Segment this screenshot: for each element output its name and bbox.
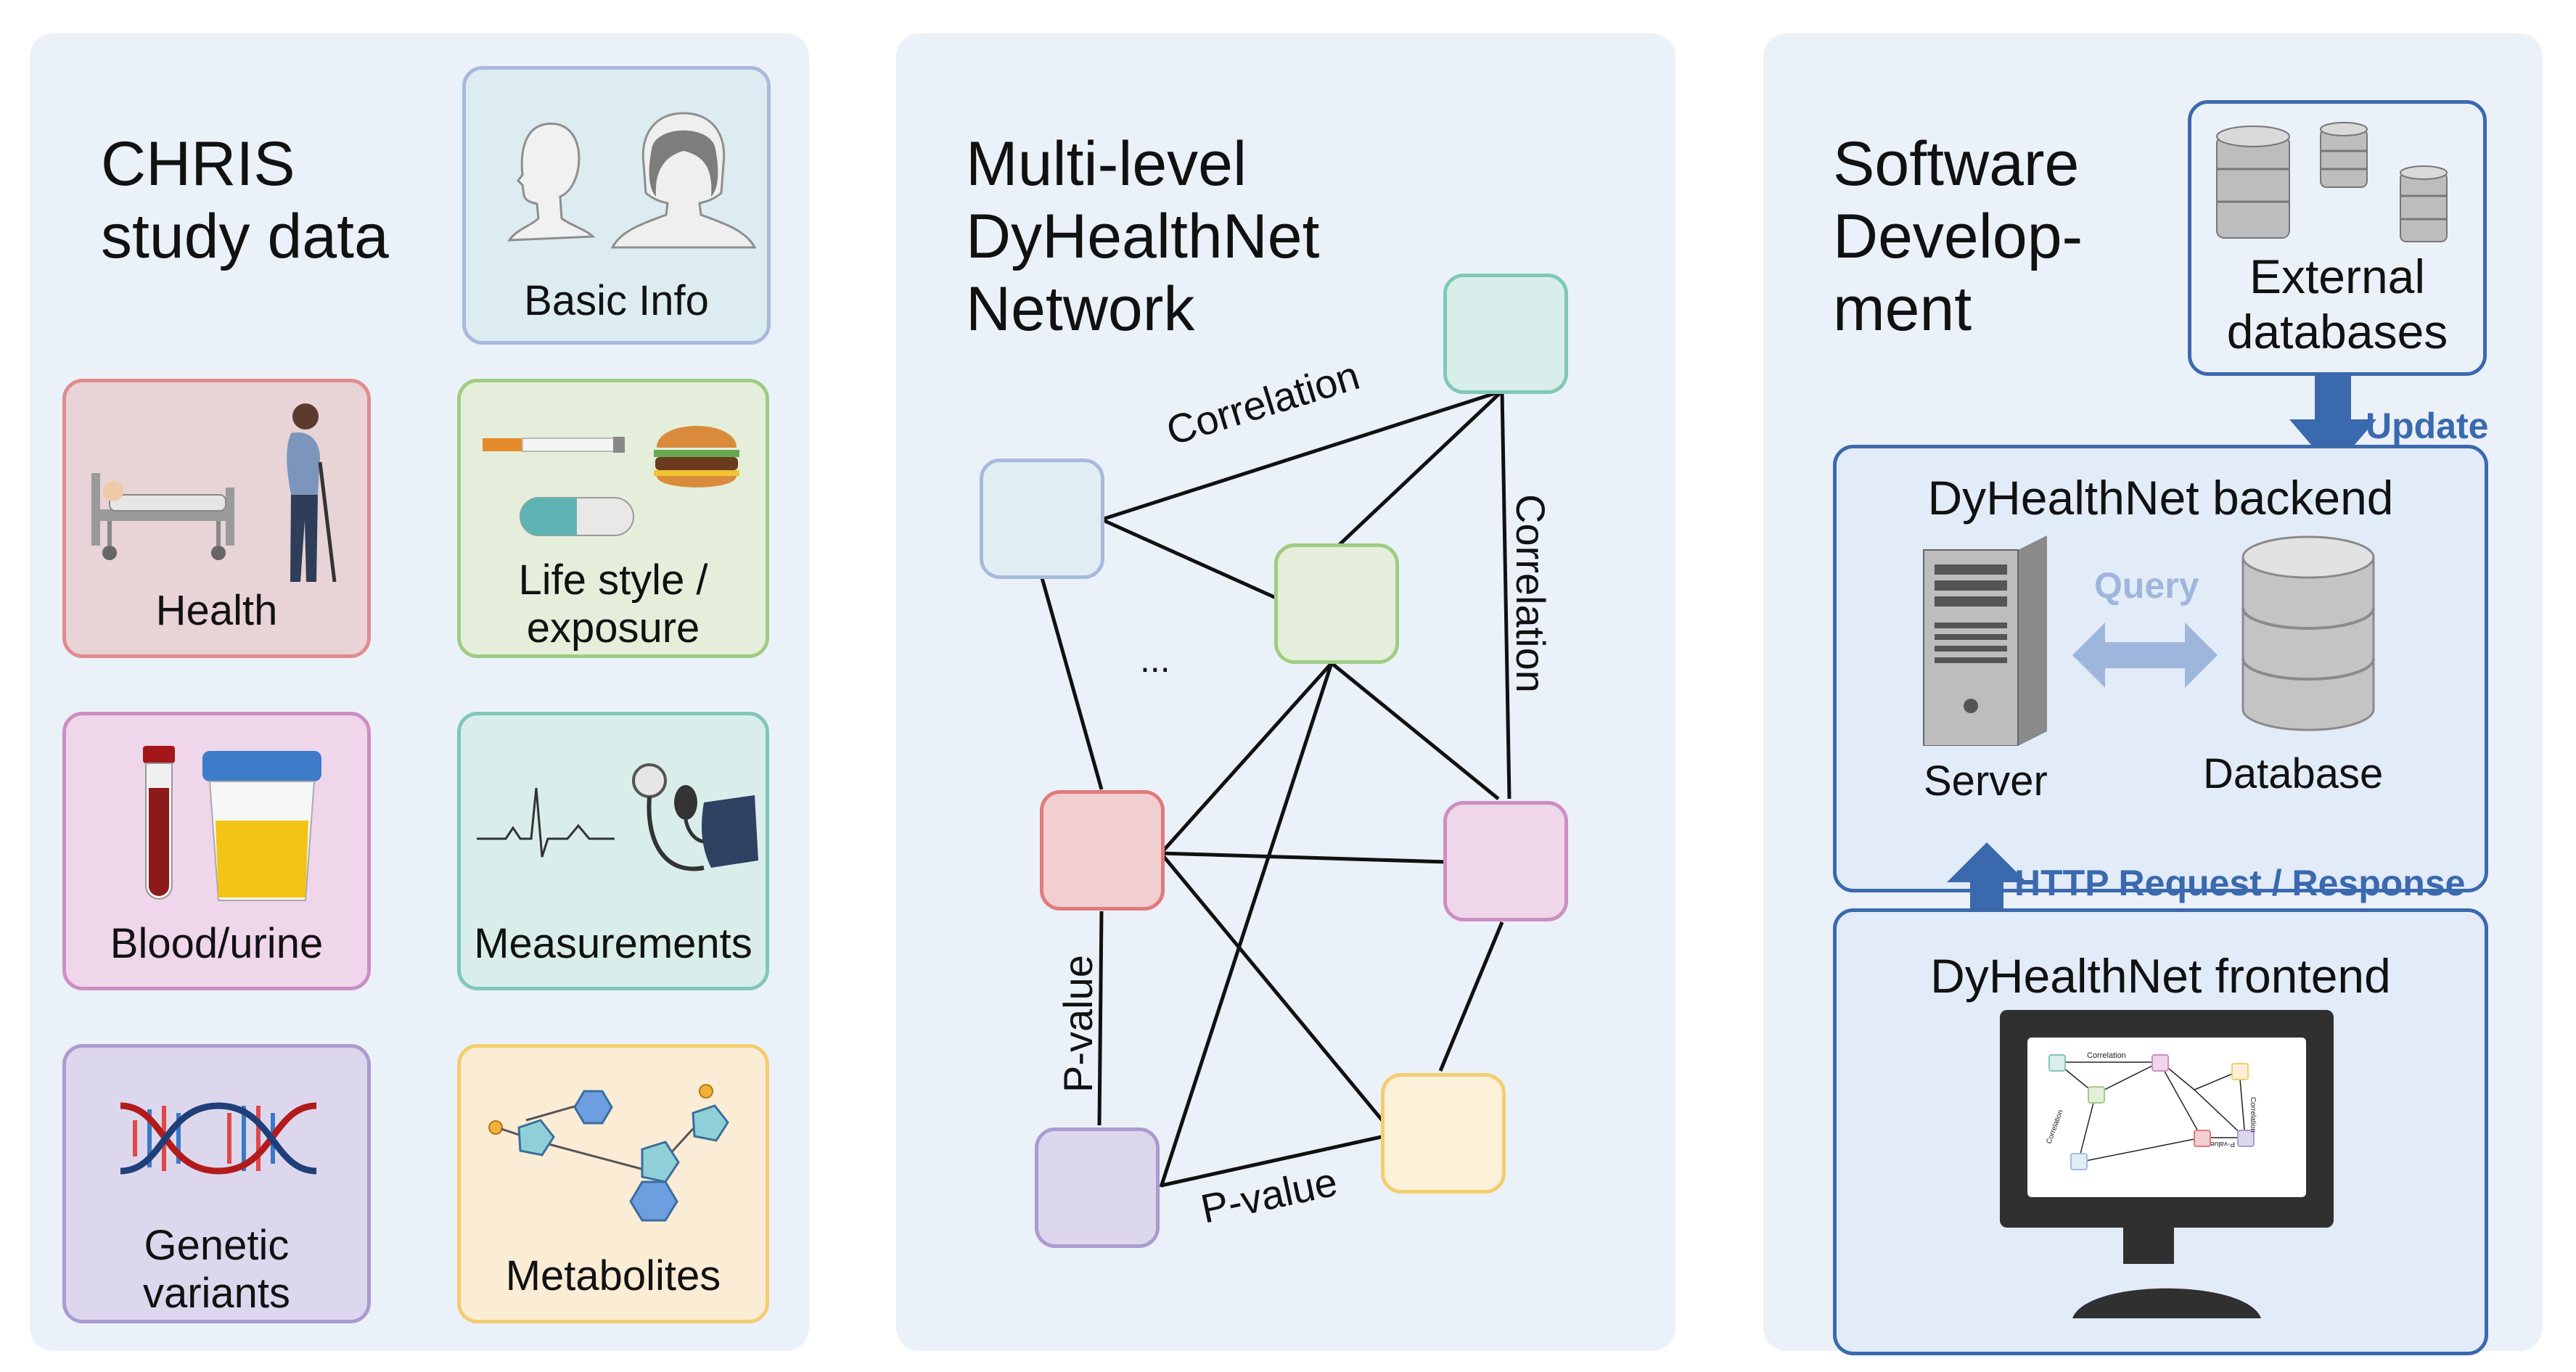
blood-pressure-cuff-icon — [632, 763, 758, 871]
card-label: Metabolites — [505, 1252, 721, 1299]
backend-box: DyHealthNet backend Query Server Databas… — [1833, 445, 2488, 892]
panel-study-data: CHRIS study data Basic Info He — [30, 33, 809, 1351]
server-icon — [1923, 535, 2047, 746]
card-lifestyle: Life style / exposure — [457, 379, 769, 658]
panel-title: Multi-level DyHealthNet Network — [966, 129, 1320, 344]
database-icon — [2241, 535, 2375, 731]
database-label: Database — [2203, 750, 2384, 797]
network-node — [1443, 801, 1568, 921]
card-label: Health — [155, 587, 278, 634]
database-icon — [2216, 122, 2448, 242]
edge — [1438, 921, 1504, 1072]
server-label: Server — [1924, 757, 2048, 805]
edge — [1160, 851, 1447, 864]
edge-label-pvalue-left: P-value — [1055, 955, 1101, 1093]
external-databases-box: External databases — [2188, 100, 2487, 376]
panel-title: CHRIS study data — [101, 129, 389, 271]
card-label: Basic Info — [524, 277, 709, 324]
query-label: Query — [2094, 565, 2199, 606]
http-label: HTTP Request / Response — [2014, 863, 2466, 903]
urine-cup-icon — [202, 751, 321, 901]
query-arrow-icon — [2072, 623, 2218, 688]
panel-title: Software Develop- ment — [1833, 129, 2083, 344]
edge — [1101, 389, 1503, 522]
screen-label-correlation-top: Correlation — [2087, 1051, 2126, 1060]
edge — [1100, 517, 1282, 602]
network-node — [1040, 790, 1165, 911]
edge — [1500, 390, 1511, 800]
edge — [1097, 911, 1104, 1126]
network-node — [1381, 1073, 1506, 1194]
card-label: Genetic variants — [142, 1222, 291, 1317]
woman-icon — [611, 112, 756, 249]
edge — [1330, 662, 1500, 800]
card-blood-urine: Blood/urine — [62, 712, 371, 990]
screen-label-correlation-right: Correlation — [2249, 1097, 2257, 1133]
external-databases-label: External databases — [2226, 250, 2448, 358]
cigarette-icon — [483, 437, 625, 453]
card-genetic-variants: Genetic variants — [62, 1044, 371, 1323]
network-node — [1274, 543, 1399, 664]
card-health: Health — [62, 379, 371, 658]
frontend-box: DyHealthNet frontend — [1833, 908, 2488, 1355]
ellipsis: ... — [1140, 639, 1170, 680]
blood-tube-icon — [143, 746, 175, 900]
panel-network: Multi-level DyHealthNet Network Correlat… — [896, 33, 1675, 1351]
elderly-person-icon — [287, 403, 337, 583]
network-node — [1443, 274, 1568, 394]
monitor-icon: Correlation Correlation Correlation P-va… — [2000, 1010, 2334, 1318]
network-node — [1035, 1127, 1160, 1248]
pill-icon — [520, 497, 634, 536]
update-arrow-icon — [2289, 376, 2376, 470]
burger-icon — [654, 426, 739, 488]
edge — [1159, 662, 1334, 1188]
edge-label-correlation-right: Correlation — [1508, 494, 1554, 693]
card-measurements: Measurements — [457, 712, 769, 990]
network-edges: Correlation Correlation P-value P-value … — [1039, 352, 1554, 1232]
screen-label-pvalue: P-value — [2210, 1140, 2235, 1148]
head-profile-icon — [507, 122, 596, 242]
card-label: Measurements — [474, 920, 752, 967]
edge — [1160, 662, 1333, 855]
edge — [1039, 575, 1104, 790]
frontend-title: DyHealthNet frontend — [1930, 949, 2391, 1003]
panel-software: Software Develop- ment External database… — [1763, 33, 2543, 1355]
backend-title: DyHealthNet backend — [1927, 471, 2394, 525]
dna-icon — [120, 1102, 316, 1175]
edge-label-correlation-top: Correlation — [1161, 352, 1364, 453]
ecg-icon — [477, 787, 615, 858]
card-label: Life style / exposure — [518, 556, 708, 652]
card-label: Blood/urine — [110, 920, 324, 967]
hospital-bed-icon — [91, 473, 234, 560]
edge-label-pvalue-bottom: P-value — [1197, 1159, 1341, 1232]
molecule-icon — [488, 1084, 729, 1222]
card-metabolites: Metabolites — [457, 1044, 769, 1323]
update-label: Update — [2366, 406, 2489, 446]
card-basic-info: Basic Info — [462, 66, 771, 345]
edge — [1160, 852, 1386, 1125]
edge — [1160, 1134, 1385, 1188]
network-node — [980, 459, 1104, 579]
